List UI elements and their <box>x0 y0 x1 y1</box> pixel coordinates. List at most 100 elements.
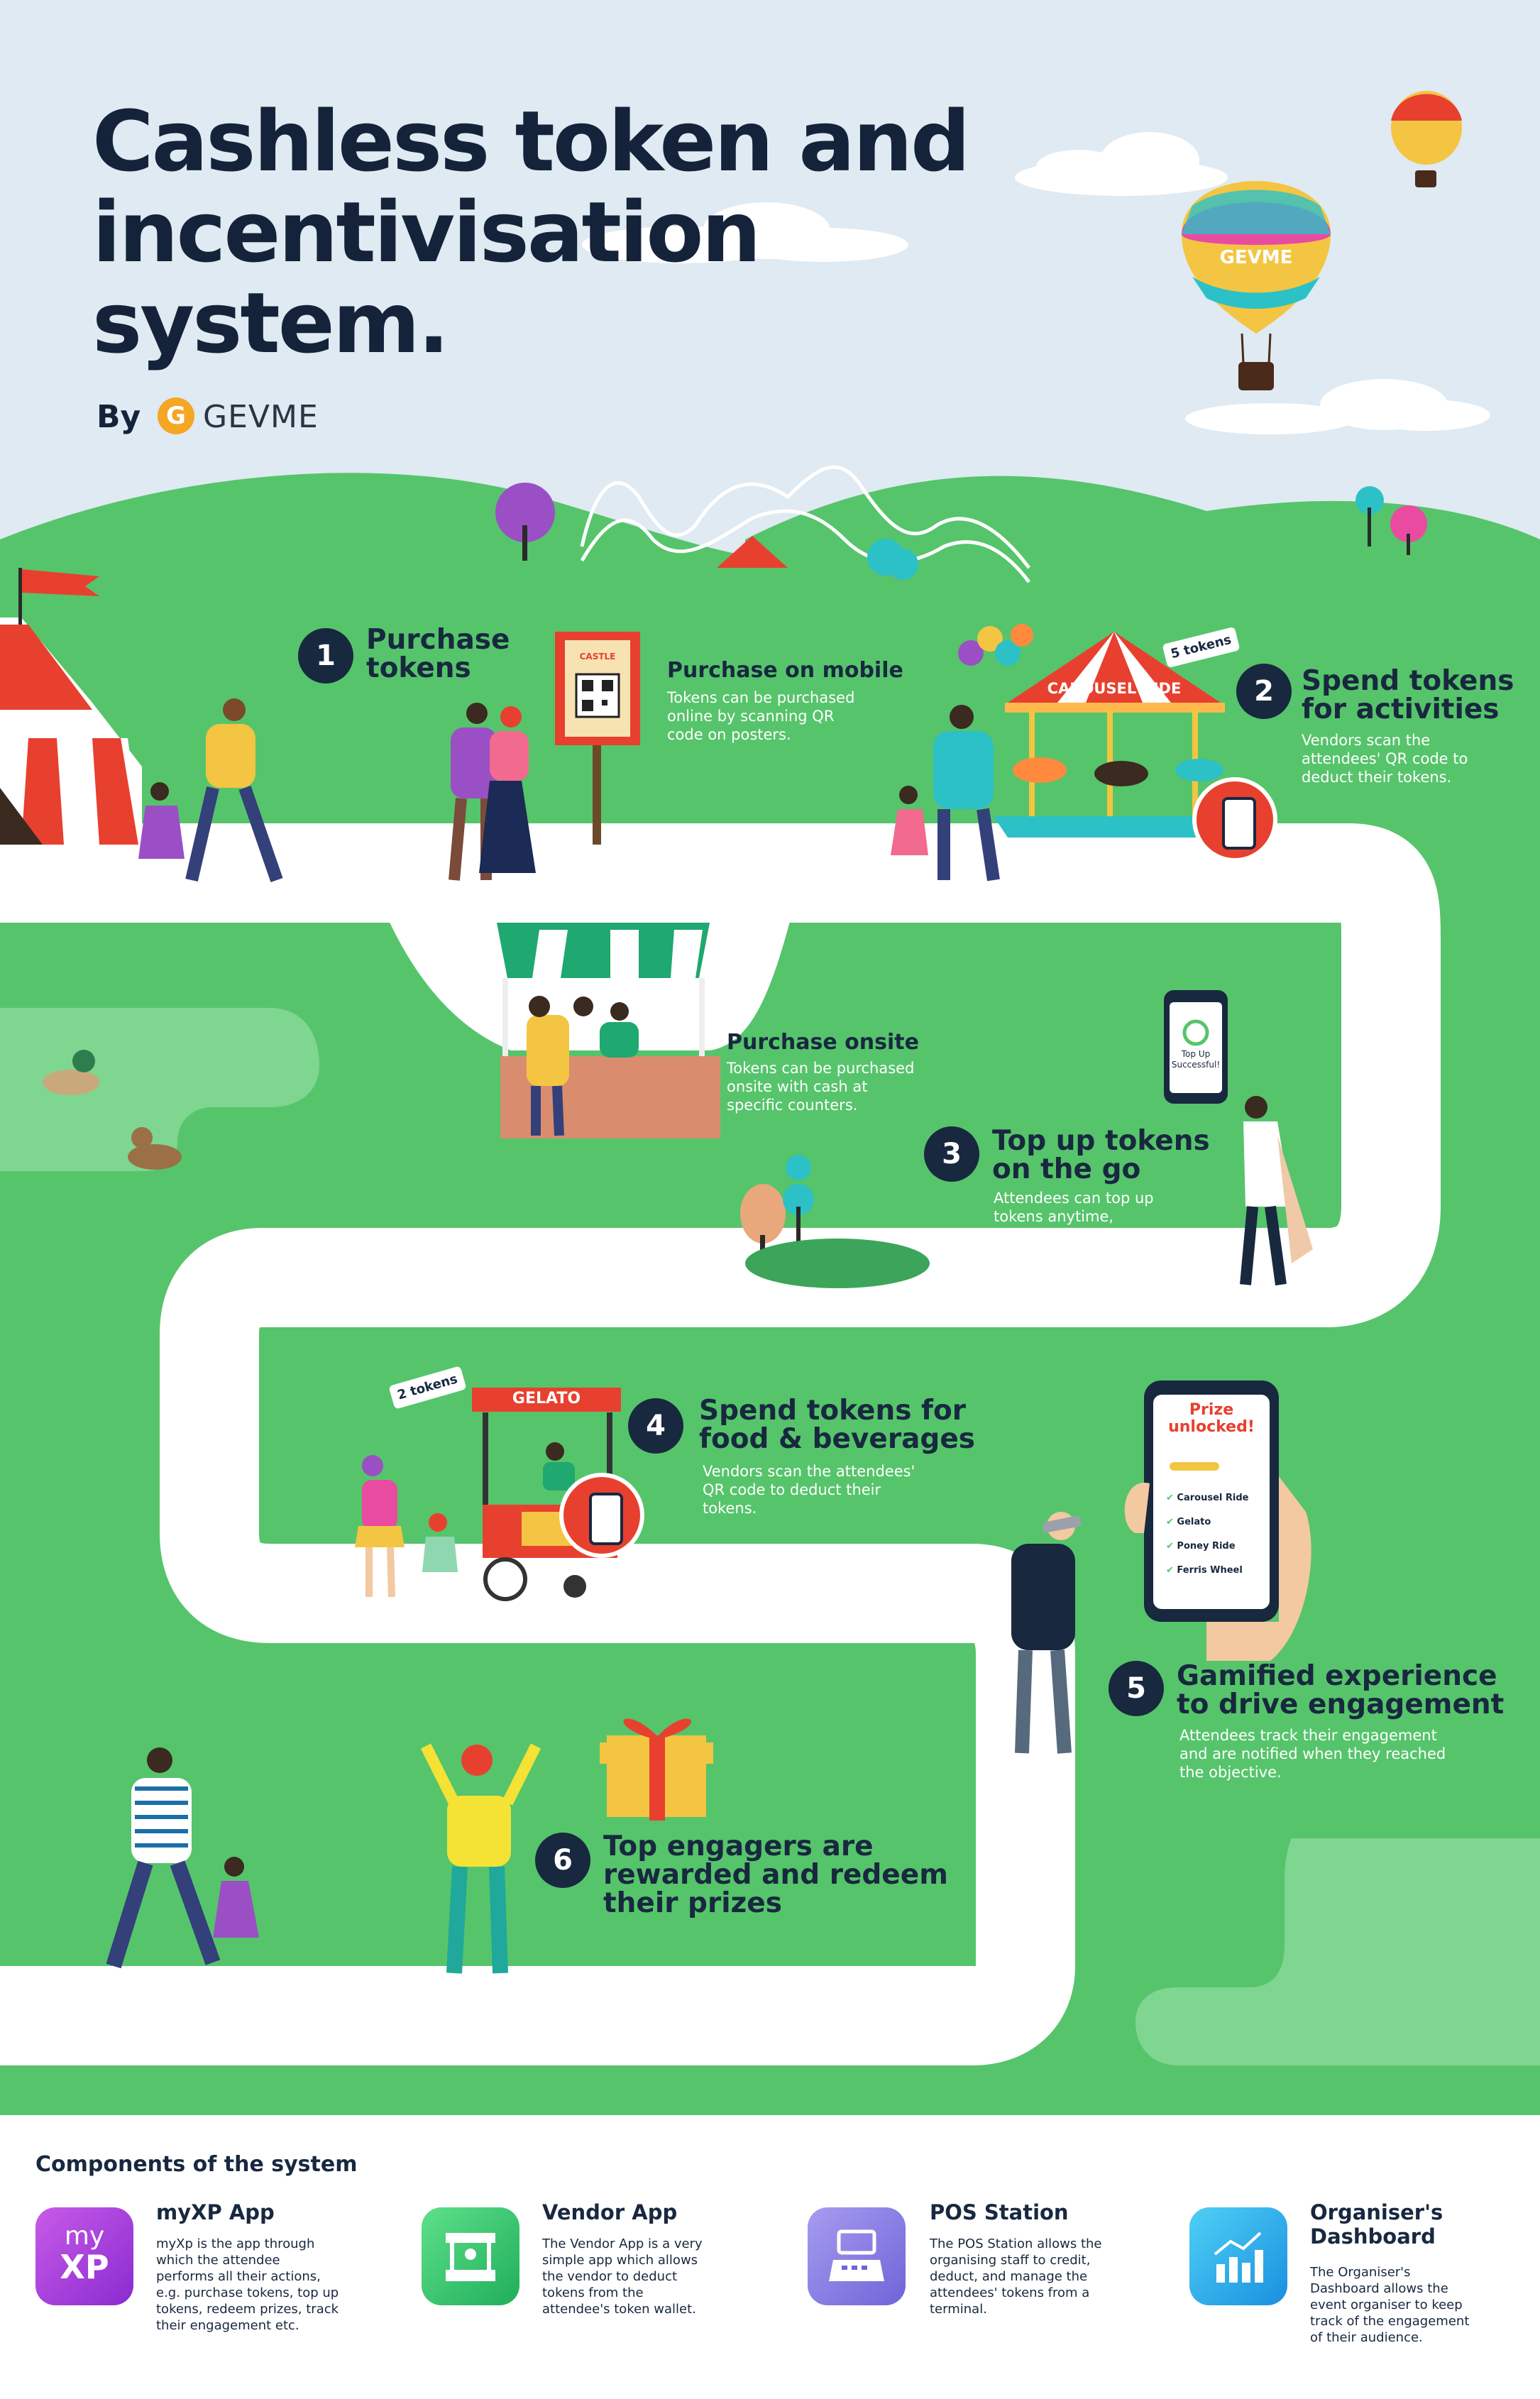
title-line-3: system. <box>92 274 450 372</box>
vendor-booth-glyph <box>446 2233 495 2281</box>
step-6-title-line-3: their prizes <box>603 1887 782 1919</box>
desc-line: Tokens can be purchased <box>727 1060 915 1077</box>
prize-title: Prize unlocked! <box>1153 1402 1270 1436</box>
desc-line: Dashboard allows the <box>1310 2281 1448 2296</box>
step-1-title-line-2: tokens <box>366 652 471 684</box>
desc-line: the objective. <box>1179 1764 1282 1781</box>
desc-line: of their audience. <box>1310 2330 1423 2345</box>
topup-phone-text: Top Up Successful! <box>1170 1049 1222 1070</box>
prize-item-label: Poney Ride <box>1177 1541 1236 1552</box>
purchase-mobile-desc: Tokens can be purchased online by scanni… <box>667 688 854 744</box>
gift-box <box>600 1718 713 1821</box>
myxp-icon-text-xp: XP <box>60 2248 109 2286</box>
dashboard-chart-icon <box>1189 2207 1287 2305</box>
desc-line: QR code to deduct their <box>703 1481 881 1498</box>
people-figures <box>106 698 1313 1974</box>
desc-line: onsite with cash at <box>727 1078 868 1095</box>
brand-name: GEVME <box>203 399 319 435</box>
hill-trees <box>495 483 1427 580</box>
step-3-badge: 3 <box>924 1126 979 1182</box>
prize-item: ✔ Poney Ride <box>1166 1541 1270 1565</box>
pond-ducks <box>43 1050 182 1170</box>
poster-header: CASTLE <box>579 652 616 661</box>
step-3-desc: Attendees can top up tokens anytime, any… <box>994 1189 1154 1244</box>
step-1-badge: 1 <box>298 628 353 684</box>
prize-title-line-1: Prize <box>1189 1401 1234 1419</box>
vendor-booth-icon <box>422 2207 519 2305</box>
check-icon: ✔ <box>1166 1493 1177 1503</box>
step-5-title-line-1: Gamified experience <box>1177 1660 1497 1692</box>
component-name-line: Organiser's <box>1310 2200 1443 2224</box>
qr-scan-icon <box>559 1473 644 1558</box>
desc-line: deduct their tokens. <box>1302 769 1452 786</box>
desc-line: code on posters. <box>667 726 791 743</box>
desc-line: Vendors scan the <box>1302 732 1431 749</box>
desc-line: online by scanning QR <box>667 708 835 725</box>
desc-line: anywhere. <box>994 1226 1072 1244</box>
step-3-title-line-2: on the go <box>992 1153 1141 1185</box>
topup-phone <box>1164 990 1228 1104</box>
desc-line: The Organiser's <box>1310 2265 1411 2280</box>
step-3-title-line-1: Top up tokens <box>992 1125 1210 1157</box>
desc-line: tokens, redeem prizes, track <box>156 2302 339 2317</box>
step-5-desc: Attendees track their engagement and are… <box>1179 1726 1446 1782</box>
desc-line: and are notified when they reached <box>1179 1745 1446 1762</box>
step-4-title: Spend tokens for food & beverages <box>699 1397 975 1454</box>
components-heading: Components of the system <box>35 2152 358 2177</box>
prize-item: ✔ Carousel Ride <box>1166 1493 1270 1517</box>
myxp-icon-text-my: my <box>64 2222 105 2251</box>
step-1-title-line-1: Purchase <box>366 624 510 656</box>
desc-line: Attendees can top up <box>994 1190 1154 1207</box>
step-4-title-line-2: food & beverages <box>699 1423 976 1455</box>
desc-line: simple app which allows <box>542 2253 698 2268</box>
step-5-badge: 5 <box>1109 1661 1164 1716</box>
desc-line: tokens. <box>703 1500 757 1517</box>
carousel-sign: CAROUSEL RIDE <box>1047 680 1182 697</box>
component-name: POS Station <box>930 2200 1069 2224</box>
title-line-2: incentivisation <box>92 183 761 281</box>
circus-tent <box>0 568 142 845</box>
desc-line: deduct, and manage the <box>930 2269 1088 2284</box>
step-2-desc: Vendors scan the attendees' QR code to d… <box>1302 731 1468 786</box>
desc-line: organising staff to credit, <box>930 2253 1091 2268</box>
gelato-sign: GELATO <box>512 1390 581 1407</box>
step-3-title: Top up tokens on the go <box>992 1127 1210 1184</box>
myxp-app-icon: my XP <box>35 2207 133 2305</box>
component-name-line: POS Station <box>930 2200 1069 2224</box>
carousel <box>958 624 1249 838</box>
topup-line-1: Top Up <box>1181 1049 1211 1059</box>
component-desc: myXp is the app through which the attend… <box>156 2236 339 2334</box>
purchase-onsite-title: Purchase onsite <box>727 1030 919 1055</box>
step-5-title-line-2: to drive engagement <box>1177 1689 1505 1720</box>
step-2-title-line-2: for activities <box>1302 693 1500 725</box>
pos-terminal-icon <box>808 2207 906 2305</box>
middle-trees <box>740 1155 930 1288</box>
prize-item-label: Gelato <box>1177 1517 1211 1527</box>
desc-line: event organiser to keep <box>1310 2298 1463 2312</box>
by-label: By <box>97 399 141 435</box>
pos-terminal-glyph <box>829 2229 884 2281</box>
park-scene <box>0 91 1540 2115</box>
step-6-badge: 6 <box>535 1833 590 1888</box>
step-5-title: Gamified experience to drive engagement <box>1177 1662 1504 1719</box>
component-desc: The Vendor App is a very simple app whic… <box>542 2236 703 2317</box>
desc-line: the vendor to deduct <box>542 2269 678 2284</box>
dashboard-chart-glyph <box>1214 2231 1263 2283</box>
desc-line: tokens anytime, <box>994 1208 1114 1225</box>
step-6-title-line-2: rewarded and redeem <box>603 1859 948 1891</box>
step-2-badge: 2 <box>1236 664 1292 719</box>
gevme-logo-icon: G <box>158 397 194 434</box>
component-name: Organiser's Dashboard <box>1310 2200 1443 2249</box>
component-name-line: Vendor App <box>542 2200 678 2224</box>
check-icon: ✔ <box>1166 1517 1177 1527</box>
desc-line: Tokens can be purchased <box>667 689 855 706</box>
component-name-line: Dashboard <box>1310 2224 1436 2249</box>
purchase-onsite-desc: Tokens can be purchased onsite with cash… <box>727 1059 914 1114</box>
component-desc: The POS Station allows the organising st… <box>930 2236 1102 2317</box>
step-6-title-line-1: Top engagers are <box>603 1830 874 1862</box>
prize-item: ✔ Ferris Wheel <box>1166 1565 1270 1589</box>
step-4-desc: Vendors scan the attendees' QR code to d… <box>703 1462 915 1517</box>
prize-item-label: Carousel Ride <box>1177 1493 1249 1503</box>
component-name: Vendor App <box>542 2200 677 2224</box>
